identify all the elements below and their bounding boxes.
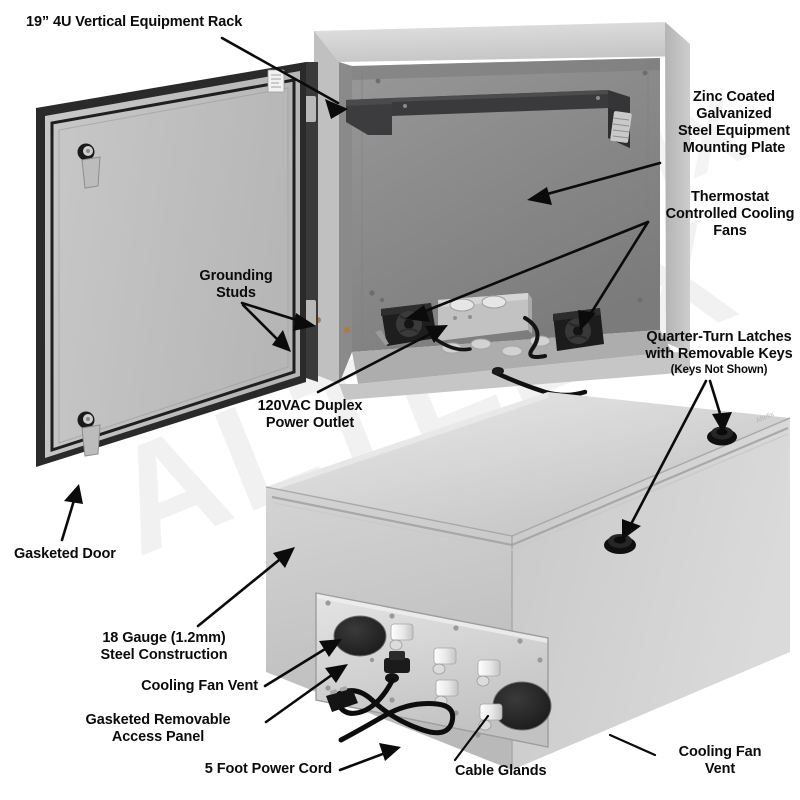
callout-quarter-turn-latches-note: (Keys Not Shown) xyxy=(670,364,768,376)
callout-mounting-plate: Zinc Coated Galvanized Steel Equipment M… xyxy=(677,89,791,156)
callout-grounding-studs: Grounding Studs xyxy=(199,268,273,301)
lower-enclosure-art: Altelix xyxy=(265,392,791,770)
callout-quarter-turn-latches: Quarter-Turn Latches with Removable Keys xyxy=(645,329,793,362)
callout-equipment-rack: 19” 4U Vertical Equipment Rack xyxy=(26,14,243,30)
gasketed-door-art xyxy=(36,62,306,467)
callout-gasketed-door: Gasketed Door xyxy=(14,546,116,562)
callout-cooling-fans: Thermostat Controlled Cooling Fans xyxy=(665,189,795,239)
access-panel-art xyxy=(315,592,552,748)
callout-duplex-outlet: 120VAC Duplex Power Outlet xyxy=(257,398,363,431)
cord-gland-art xyxy=(384,651,410,683)
callout-power-cord: 5 Foot Power Cord xyxy=(204,761,332,777)
callout-cooling-fan-vent-left: Cooling Fan Vent xyxy=(141,678,258,694)
cooling-fan-right-art xyxy=(553,308,604,351)
cooling-fan-vent-right-art xyxy=(493,682,551,730)
callout-steel-construction: 18 Gauge (1.2mm) Steel Construction xyxy=(100,630,228,663)
cooling-fan-vent-left-art xyxy=(334,616,386,656)
grounding-stud-body xyxy=(344,327,350,333)
equipment-rack-art xyxy=(346,90,632,148)
cable-glands-art xyxy=(389,623,503,731)
callout-cooling-fan-vent-right: Cooling Fan Vent xyxy=(678,744,762,777)
callout-cable-glands: Cable Glands xyxy=(455,763,547,779)
callout-access-panel: Gasketed Removable Access Panel xyxy=(85,712,231,745)
